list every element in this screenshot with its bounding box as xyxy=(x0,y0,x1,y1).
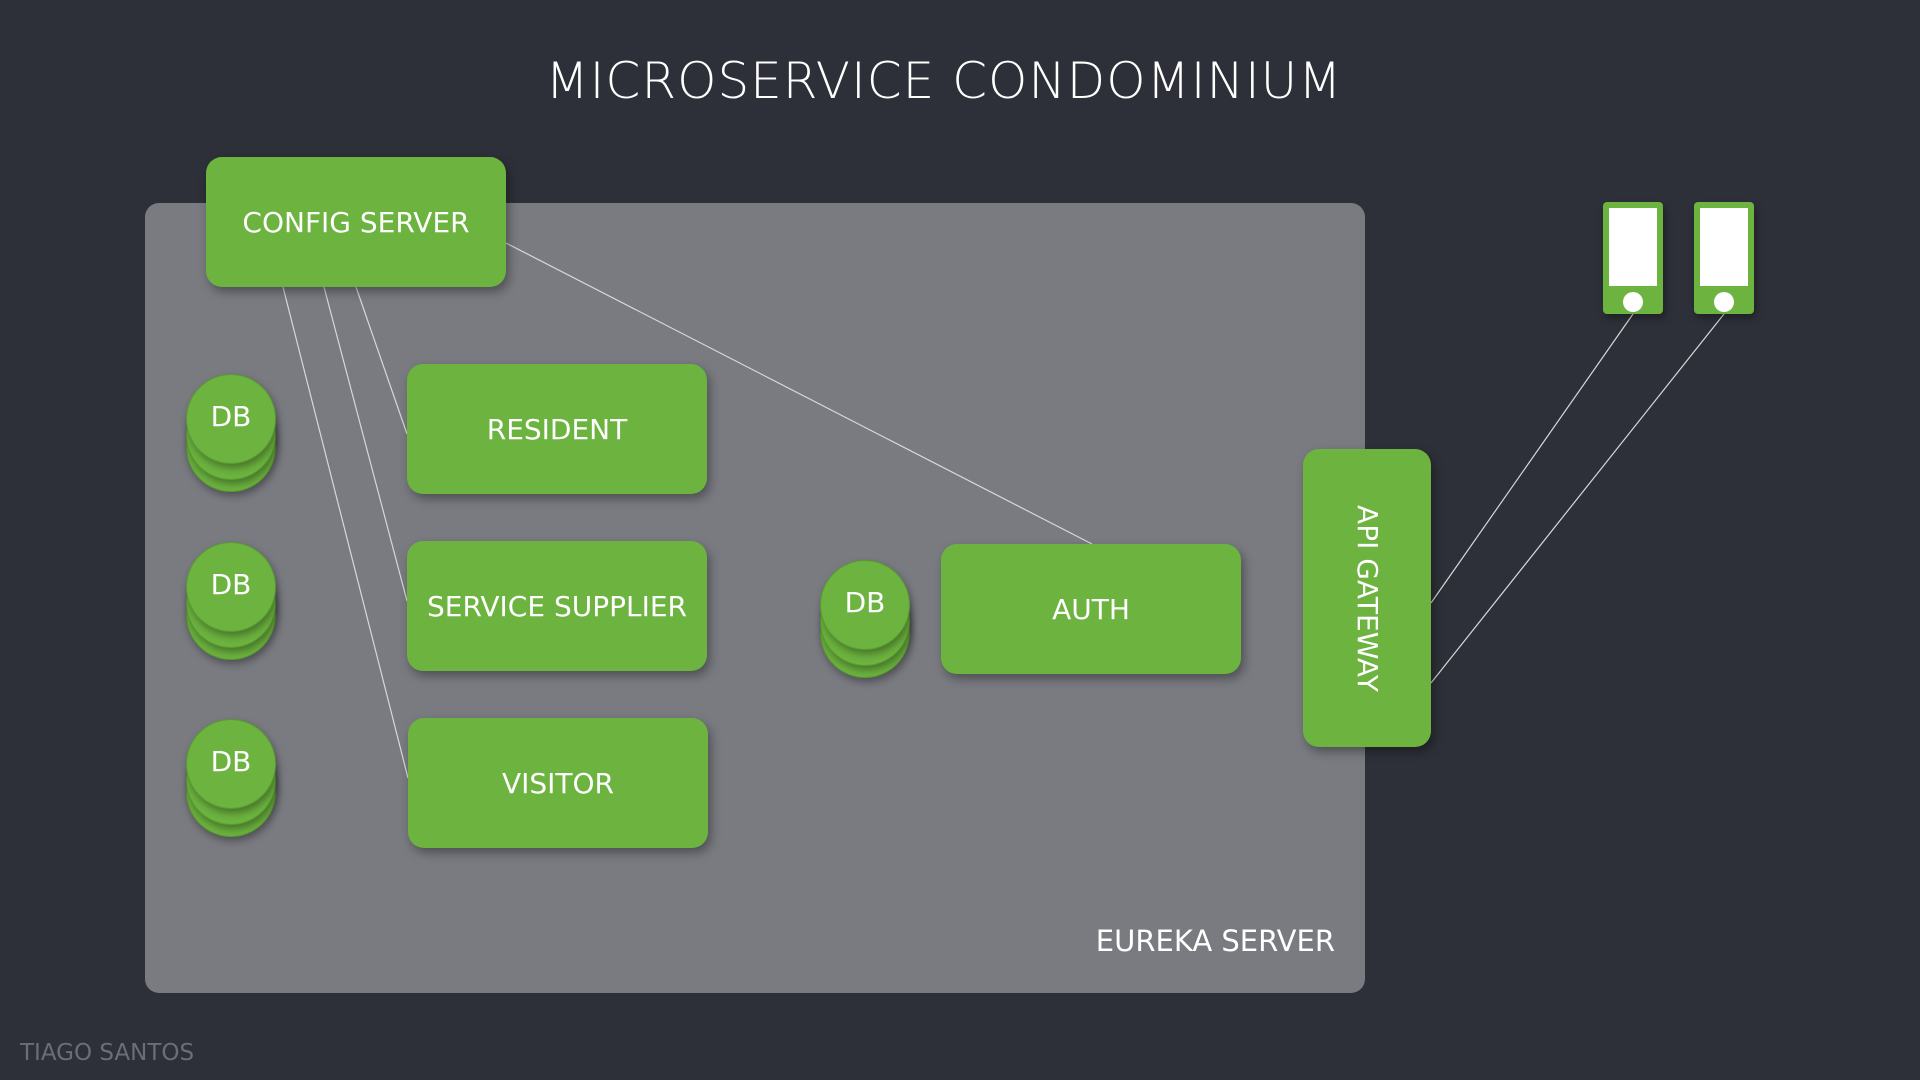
database-icon: DB xyxy=(186,542,276,660)
service-supplier-box: SERVICE SUPPLIER xyxy=(407,541,707,671)
service-supplier-label: SERVICE SUPPLIER xyxy=(427,589,687,623)
config-server-box: CONFIG SERVER xyxy=(206,157,506,287)
author-credit: TIAGO SANTOS xyxy=(20,1040,195,1066)
eureka-server-label: EUREKA SERVER xyxy=(1095,924,1335,958)
api-gateway-label: API GATEWAY xyxy=(1350,504,1384,692)
resident-service-box: RESIDENT xyxy=(407,364,707,494)
db-label: DB xyxy=(844,586,886,619)
mobile-phone-icon xyxy=(1603,202,1663,314)
db-label: DB xyxy=(210,745,252,778)
auth-service-box: AUTH xyxy=(941,544,1241,674)
resident-service-label: RESIDENT xyxy=(486,412,628,446)
config-server-label: CONFIG SERVER xyxy=(242,205,470,239)
db-label: DB xyxy=(210,568,252,601)
connector-gateway-phone2 xyxy=(1430,313,1725,684)
visitor-service-label: VISITOR xyxy=(501,766,615,800)
database-icon: DB xyxy=(186,374,276,492)
mobile-phone-icon xyxy=(1694,202,1754,314)
auth-service-label: AUTH xyxy=(1052,592,1130,626)
api-gateway-box: API GATEWAY xyxy=(1303,449,1431,747)
diagram-title: MICROSERVICE CONDOMINIUM xyxy=(545,52,1343,110)
connector-gateway-phone1 xyxy=(1430,313,1634,604)
database-icon: DB xyxy=(820,560,910,678)
visitor-service-box: VISITOR xyxy=(408,718,708,848)
database-icon: DB xyxy=(186,719,276,837)
db-label: DB xyxy=(210,400,252,433)
